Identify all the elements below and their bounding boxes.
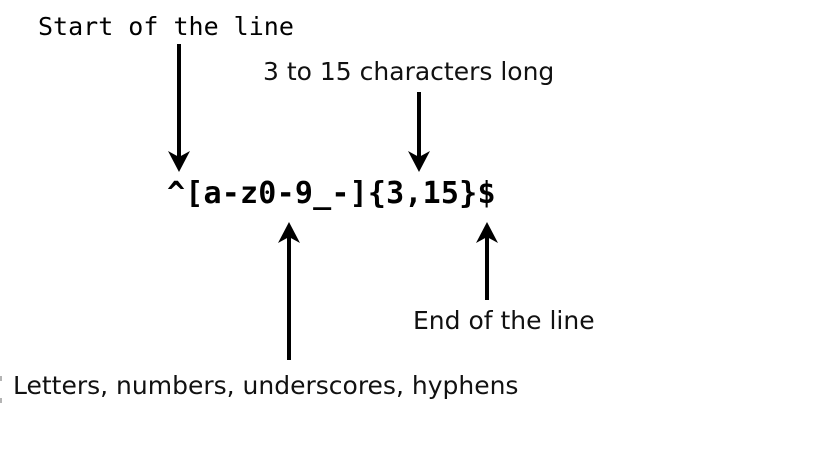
- left-edge-artifact: [0, 398, 2, 403]
- annotation-start-of-line: Start of the line: [38, 12, 294, 41]
- arrow-start-to-caret-icon: [168, 44, 190, 172]
- regex-pattern: ^[a-z0-9_-]{3,15}$: [167, 176, 496, 211]
- arrow-end-to-dollar-icon: [476, 222, 498, 300]
- left-edge-artifact: [0, 376, 2, 381]
- arrow-class-to-bracket-icon: [278, 222, 300, 360]
- annotation-end-of-line: End of the line: [413, 306, 595, 335]
- annotation-length: 3 to 15 characters long: [263, 57, 555, 86]
- arrow-length-to-quantifier-icon: [408, 92, 430, 172]
- annotation-character-class: Letters, numbers, underscores, hyphens: [13, 371, 519, 400]
